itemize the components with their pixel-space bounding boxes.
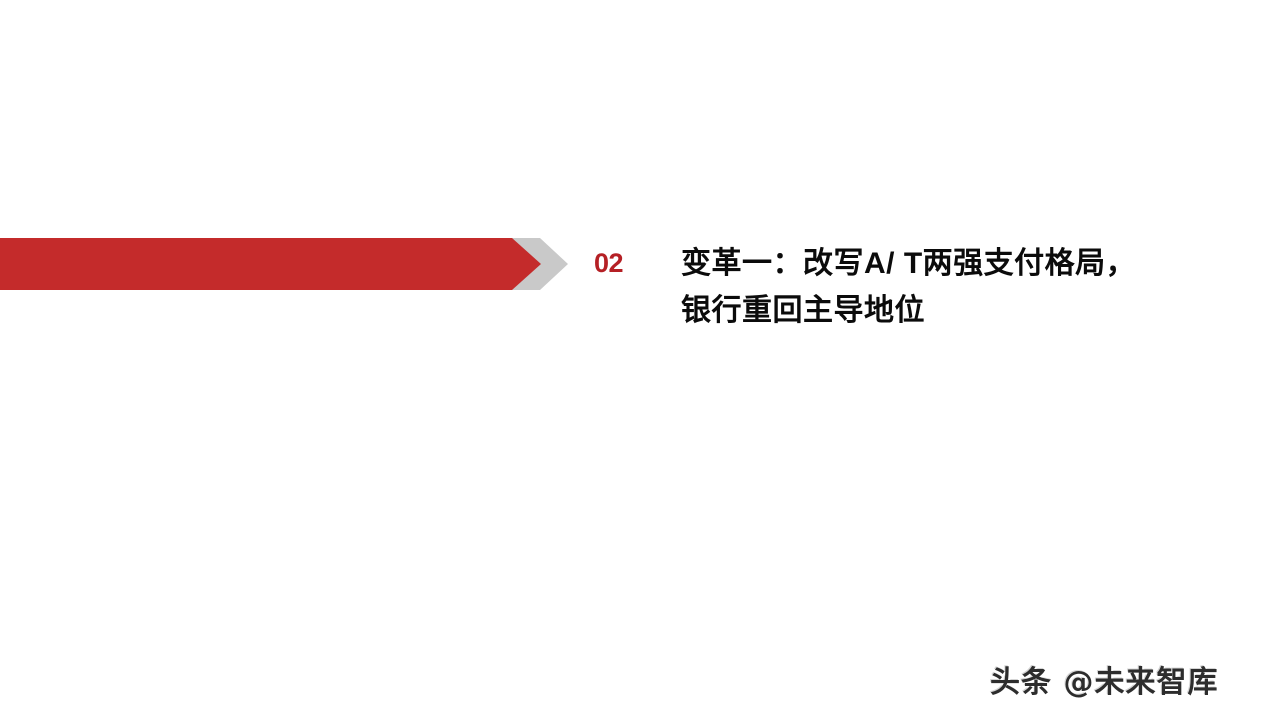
right-arrow-bar-icon bbox=[0, 238, 541, 290]
section-number: 02 bbox=[594, 248, 624, 278]
slide-title: 变革一：改写A/ T两强支付格局， 银行重回主导地位 bbox=[681, 240, 1201, 334]
watermark: 头条 @未来智库 bbox=[990, 665, 1219, 700]
section-banner-arrow bbox=[0, 238, 570, 290]
title-line-2: 银行重回主导地位 bbox=[681, 294, 925, 327]
title-line-1: 变革一：改写A/ T两强支付格局， bbox=[681, 247, 1137, 280]
